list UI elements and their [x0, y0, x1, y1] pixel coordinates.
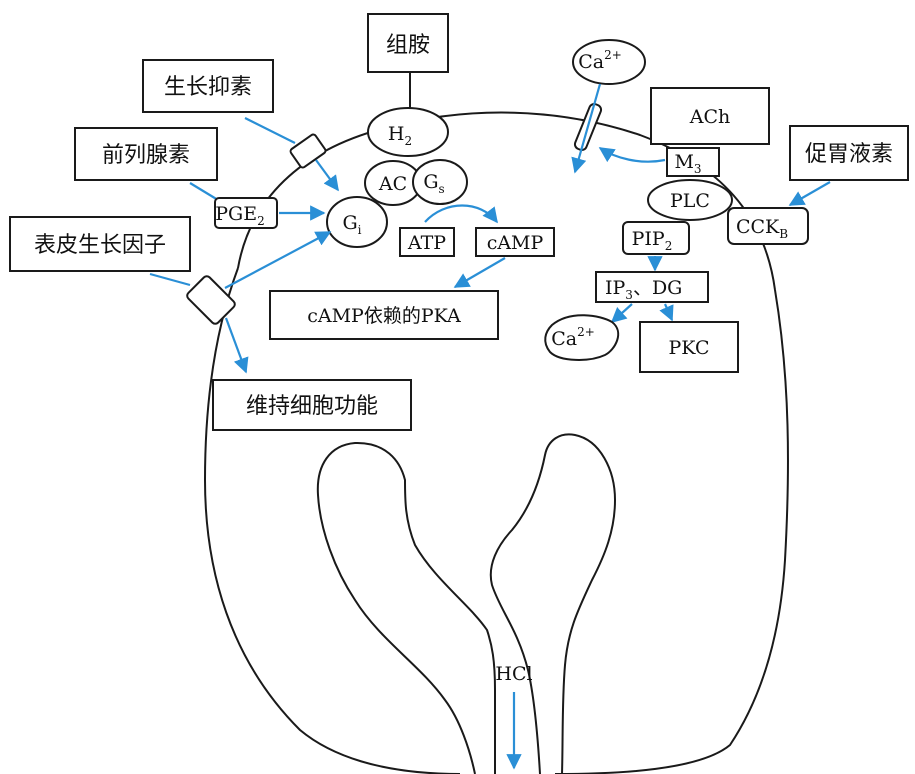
pip2-box: [622, 221, 690, 255]
m3-receptor: [666, 147, 720, 177]
prostaglandin-box: [74, 127, 218, 181]
egf-to-function-arrow: [224, 317, 249, 374]
ach-box: [650, 87, 770, 145]
somatostatin-box: [142, 59, 274, 113]
gs-protein: [412, 159, 468, 205]
gs-label: Gs: [423, 171, 444, 196]
m3-to-channel-arrow: [598, 147, 666, 163]
pka-label: cAMP依赖的PKA: [307, 305, 461, 327]
ach-label: ACh: [689, 106, 731, 128]
gi-protein: [326, 196, 388, 248]
plc-label: PLC: [670, 190, 710, 212]
ca-mid-store: [544, 314, 620, 361]
ac-label: AC: [378, 173, 407, 195]
maintain-function-box: [212, 379, 412, 431]
ca-top-ion: [572, 39, 646, 85]
cckb-receptor: [727, 207, 809, 245]
plc-enzyme: [647, 179, 733, 221]
atp-to-camp-arrow: [424, 204, 498, 224]
pkc-label: PKC: [668, 337, 709, 359]
ca-top-label: Ca2+: [578, 48, 622, 73]
gastrin-box: [789, 125, 909, 181]
ip3-to-ca-arrow: [610, 303, 633, 324]
ip3-dg-box: [595, 271, 709, 303]
gi-label: Gi: [342, 212, 361, 237]
dg-to-pkc-arrow: [659, 303, 674, 322]
somatostatin-to-gi-arrow: [315, 159, 339, 192]
ca-mid-label: Ca2+: [551, 325, 595, 350]
h2-label: H2: [388, 123, 412, 148]
ip3-dg-label: IP3、DG: [605, 277, 682, 302]
egf-receptor: [186, 275, 236, 325]
somatostatin-label: 生长抑素: [164, 75, 252, 100]
pka-box: [269, 290, 499, 340]
gastrin-to-cckb-arrow: [788, 181, 831, 206]
somatostatin-to-receptor-arrow: [244, 117, 296, 144]
secretory-canaliculus: [316, 433, 617, 774]
atp-label: ATP: [407, 232, 446, 254]
histamine-label: 组胺: [386, 33, 430, 58]
ca-influx-arrow: [571, 83, 602, 174]
somatostatin-receptor: [289, 133, 327, 169]
egf-to-receptor-arrow: [149, 272, 191, 287]
egf-label: 表皮生长因子: [34, 233, 166, 258]
camp-box: [475, 227, 555, 257]
m3-label: M3: [674, 151, 701, 176]
pkc-box: [639, 321, 739, 373]
egf-to-gi-arrow: [224, 231, 332, 289]
egf-box: [9, 216, 191, 272]
pge2-receptor: [214, 197, 278, 229]
cckb-label: CCKB: [736, 216, 788, 241]
hcl-label: HCl: [495, 663, 532, 685]
h2-receptor: [367, 107, 449, 157]
prostaglandin-to-pge2-arrow: [189, 182, 219, 201]
prostaglandin-label: 前列腺素: [102, 143, 190, 168]
gastrin-label: 促胃液素: [805, 142, 893, 167]
pip2-label: PIP2: [632, 228, 673, 253]
maintain-function-label: 维持细胞功能: [246, 394, 378, 419]
camp-to-pka-arrow: [453, 257, 506, 288]
atp-box: [399, 227, 455, 257]
histamine-box: [367, 13, 449, 73]
pge2-label: PGE2: [215, 203, 264, 228]
camp-label: cAMP: [487, 232, 544, 254]
